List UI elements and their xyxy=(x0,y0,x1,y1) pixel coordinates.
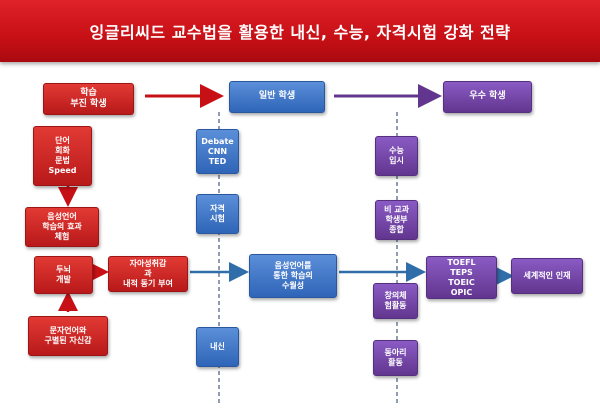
spoken-language-learning-box: 음성언어를 통한 학습의 수월성 xyxy=(249,254,337,298)
written-language-confidence-box: 문자언어와 구별된 자신감 xyxy=(28,316,108,356)
spoken-language-effect-box: 음성언어 학습의 효과 체험 xyxy=(25,207,99,247)
creative-activity-box: 창의체 험활동 xyxy=(373,283,418,319)
certification-exam-box: 자격 시험 xyxy=(196,194,239,234)
club-activity-box: 동아리 활동 xyxy=(373,340,418,376)
excellent-student-box: 우수 학생 xyxy=(443,81,532,113)
csat-entrance-box: 수능 입시 xyxy=(375,136,418,176)
title-banner: 잉글리씨드 교수법을 활용한 내신, 수능, 자격시험 강화 전략 xyxy=(0,0,600,62)
brain-development-box: 두뇌 개발 xyxy=(34,256,93,294)
english-tests-box: TOEFL TEPS TOEIC OPIC xyxy=(426,256,497,299)
general-student-box: 일반 학생 xyxy=(229,81,325,113)
self-efficacy-motivation-box: 자아성취감 과 내적 동기 부여 xyxy=(108,256,188,292)
school-grades-box: 내신 xyxy=(196,327,239,367)
debate-cnn-ted-box: Debate CNN TED xyxy=(196,129,239,174)
global-talent-box: 세계적인 인재 xyxy=(511,258,583,294)
page-title: 잉글리씨드 교수법을 활용한 내신, 수능, 자격시험 강화 전략 xyxy=(89,23,511,42)
vocab-speaking-grammar-speed-box: 단어 회화 문법 Speed xyxy=(33,126,92,186)
non-subject-record-box: 비 교과 학생부 종합 xyxy=(375,200,418,240)
struggling-student-box: 학습 부진 학생 xyxy=(43,83,134,115)
